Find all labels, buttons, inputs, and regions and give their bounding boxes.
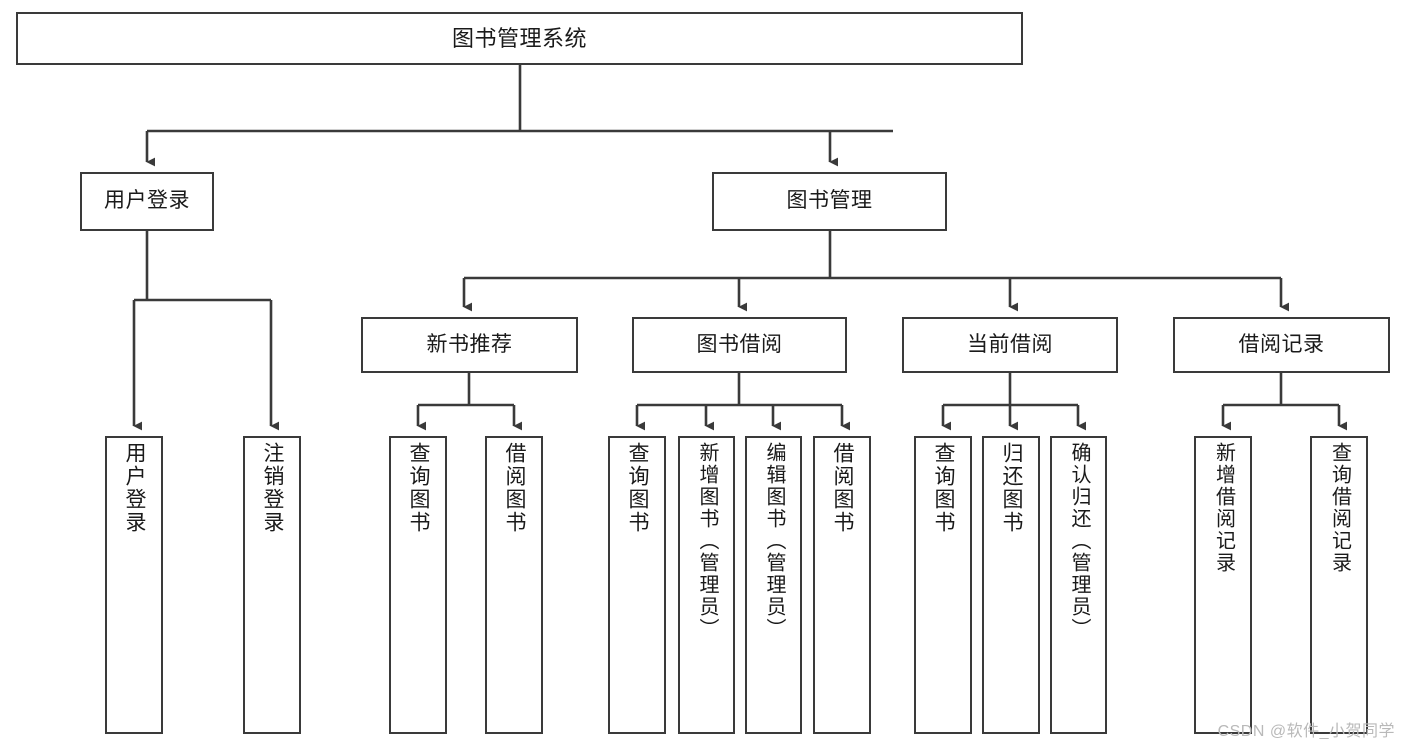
node-label: 借阅记录 xyxy=(1238,332,1325,356)
node-label: 借阅图书 xyxy=(503,442,527,534)
node-label: 注销登录 xyxy=(261,442,285,534)
watermark: CSDN @软件_小贺同学 xyxy=(1217,723,1395,740)
node-leaf-edit-book[interactable]: 编辑图书（管理员） xyxy=(745,436,802,734)
node-leaf-query-borrow-record[interactable]: 查询借阅记录 xyxy=(1310,436,1368,734)
node-leaf-user-login[interactable]: 用户登录 xyxy=(105,436,163,734)
node-new-book-recommend[interactable]: 新书推荐 xyxy=(361,317,578,373)
node-user-login[interactable]: 用户登录 xyxy=(80,172,214,231)
node-label: 当前借阅 xyxy=(967,332,1053,356)
node-leaf-add-book[interactable]: 新增图书（管理员） xyxy=(678,436,735,734)
node-leaf-borrow-book[interactable]: 借阅图书 xyxy=(813,436,871,734)
node-label: 用户登录 xyxy=(104,189,190,213)
node-leaf-return-book[interactable]: 归还图书 xyxy=(982,436,1040,734)
node-book-borrow[interactable]: 图书借阅 xyxy=(632,317,847,373)
node-leaf-borrow-book-recommend[interactable]: 借阅图书 xyxy=(485,436,543,734)
node-label: 新增借阅记录 xyxy=(1212,442,1235,574)
node-label: 查询图书 xyxy=(407,442,431,534)
node-label: 图书借阅 xyxy=(696,332,783,356)
node-label: 编辑图书（管理员） xyxy=(763,442,785,640)
node-label: 图书管理系统 xyxy=(451,25,587,51)
node-borrow-record[interactable]: 借阅记录 xyxy=(1173,317,1390,373)
node-label: 确认归还（管理员） xyxy=(1068,442,1090,640)
node-label: 查询借阅记录 xyxy=(1328,442,1351,574)
node-leaf-confirm-return[interactable]: 确认归还（管理员） xyxy=(1050,436,1107,734)
node-leaf-query-book-recommend[interactable]: 查询图书 xyxy=(389,436,447,734)
node-book-management[interactable]: 图书管理 xyxy=(712,172,947,231)
node-root-book-management-system[interactable]: 图书管理系统 xyxy=(16,12,1023,65)
node-leaf-query-book-borrow[interactable]: 查询图书 xyxy=(608,436,666,734)
node-label: 新书推荐 xyxy=(426,332,513,356)
node-label: 归还图书 xyxy=(1000,442,1024,534)
node-current-borrow[interactable]: 当前借阅 xyxy=(902,317,1118,373)
node-leaf-user-logout[interactable]: 注销登录 xyxy=(243,436,301,734)
node-label: 新增图书（管理员） xyxy=(696,442,718,640)
node-leaf-query-book-current[interactable]: 查询图书 xyxy=(914,436,972,734)
node-label: 用户登录 xyxy=(123,442,147,534)
node-label: 图书管理 xyxy=(786,189,873,213)
node-label: 查询图书 xyxy=(626,442,650,534)
node-leaf-add-borrow-record[interactable]: 新增借阅记录 xyxy=(1194,436,1252,734)
node-label: 借阅图书 xyxy=(831,442,855,534)
node-label: 查询图书 xyxy=(932,442,956,534)
